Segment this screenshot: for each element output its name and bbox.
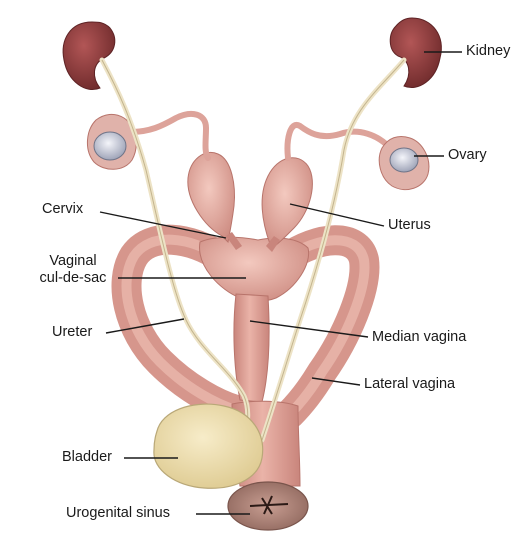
label-median-vagina: Median vagina: [372, 329, 466, 346]
left-kidney: [63, 22, 115, 90]
right-kidney: [390, 18, 441, 88]
label-uterus: Uterus: [388, 217, 431, 234]
bladder-shape: [154, 404, 263, 488]
right-ovary: [379, 136, 429, 189]
label-vaginal-line2: cul-de-sac: [28, 270, 118, 287]
label-kidney: Kidney: [466, 43, 510, 60]
label-vaginal-cul-de-sac: Vaginal cul-de-sac: [28, 253, 118, 287]
label-bladder: Bladder: [62, 449, 112, 466]
label-lateral-vagina: Lateral vagina: [364, 376, 455, 393]
label-ovary: Ovary: [448, 147, 487, 164]
label-urogenital-sinus: Urogenital sinus: [66, 505, 170, 522]
vaginal-cul-de-sac: [200, 237, 309, 301]
label-vaginal-line1: Vaginal: [28, 253, 118, 270]
label-cervix: Cervix: [42, 201, 83, 218]
right-oviduct: [288, 125, 393, 158]
label-ureter: Ureter: [52, 324, 92, 341]
